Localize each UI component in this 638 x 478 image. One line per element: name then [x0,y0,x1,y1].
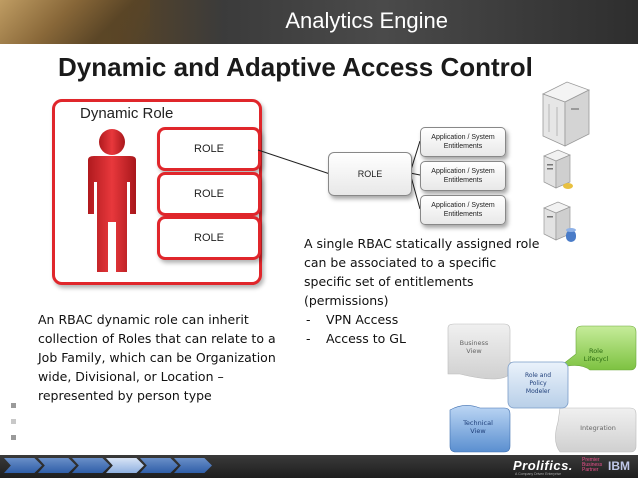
static-role-box: ROLE [328,152,412,196]
prolifics-logo: Prolifics. [513,458,573,473]
flow-modeler-shape [507,361,569,409]
partner-badge: Premier Business Partner [582,458,602,473]
entitlement-3-line1: Application / System [431,202,495,209]
flow-role-lifecycle-shape [557,325,637,371]
ibm-logo: IBM [608,459,630,473]
flow-business-view-line1: Business [460,339,489,347]
side-dot [11,403,16,408]
static-role-intro: A single RBAC statically assigned role c… [304,236,540,308]
flow-integration-label: Integration [580,424,616,432]
nav-chevron-4[interactable] [106,458,144,473]
partner-line-2: Business [582,462,603,468]
side-dot [11,419,16,424]
mainframe-server-icon [541,81,591,147]
static-role-description: A single RBAC statically assigned role c… [304,234,544,348]
dynamic-role-item-3: ROLE [157,216,261,260]
header-bar: Analytics Engine [0,0,638,44]
nav-chevron-3[interactable] [72,458,110,473]
list-item: Access to GL [304,329,544,348]
partner-line-3: Partner [582,467,599,473]
entitlement-2-line1: Application / System [431,168,495,175]
flow-modeler-line3: Modeler [526,388,551,395]
flow-role-lifecycle-line2: Lifecycl [584,355,609,363]
database-server-icon [543,201,576,242]
tower-server-icon [543,149,573,189]
entitlement-1-line2: Entitlements [443,143,483,150]
dynamic-role-item-1: ROLE [157,127,261,171]
dynamic-role-item-2: ROLE [157,172,261,216]
dynamic-role-label: Dynamic Role [80,105,174,122]
entitlement-list: VPN Access Access to GL [304,310,544,348]
flow-role-lifecycle-line1: Role [589,347,603,355]
dynamic-role-description: An RBAC dynamic role can inherit collect… [38,312,276,403]
nav-chevron-1[interactable] [4,458,42,473]
flow-integration-shape [555,407,637,453]
person-icon [88,129,136,272]
nav-chevron-2[interactable] [38,458,76,473]
entitlement-1-line1: Application / System [431,134,495,141]
list-item: VPN Access [304,310,544,329]
prolifics-tagline: A Company Driven Enterprise [515,472,562,476]
side-dot [11,435,16,440]
connector-dynamic-to-role [257,149,331,175]
header-photo [0,0,150,44]
flow-technical-view-line1: Technical [462,419,493,427]
flow-modeler-line2: Policy [529,380,547,387]
entitlement-3-line2: Entitlements [443,211,483,218]
slide-title: Dynamic and Adaptive Access Control [58,52,533,82]
partner-line-1: Premier [582,457,600,463]
role-modeling-flow-diagram: Business View Role Lifecycl Role and Pol… [447,323,637,453]
flow-technical-view-line2: View [470,427,486,435]
entitlement-2-line2: Entitlements [443,177,483,184]
nav-chevron-5[interactable] [140,458,178,473]
flow-modeler-line1: Role and [525,372,551,379]
header-title: Analytics Engine [285,8,448,33]
flow-technical-view-shape [449,405,511,453]
nav-chevron-6[interactable] [174,458,212,473]
flow-business-view-line2: View [466,347,482,355]
